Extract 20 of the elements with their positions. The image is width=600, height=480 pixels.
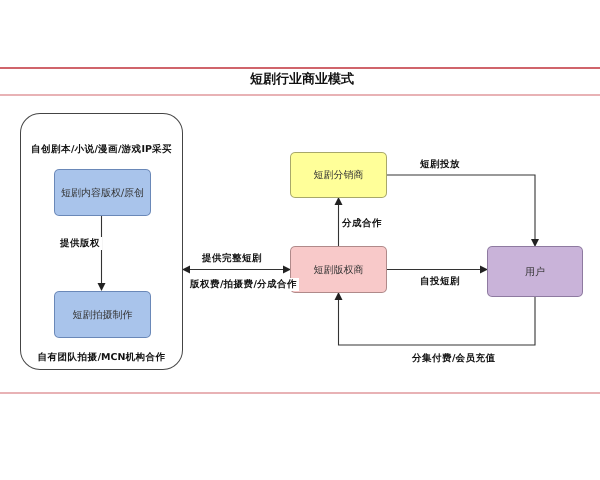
process-box: 短剧拍摄制作 (54, 291, 151, 338)
edge-label: 自投短剧 (418, 275, 462, 288)
arrow (387, 266, 488, 274)
group-heading: 自创剧本/小说/漫画/游戏IP采买 (30, 143, 173, 156)
edge-label: 提供版权 (58, 237, 102, 250)
arrow (334, 197, 342, 246)
group-box (20, 113, 183, 370)
arrow (334, 292, 536, 346)
group-heading: 自有团队拍摄/MCN机构合作 (36, 351, 166, 364)
line-label: 版权费/拍摄费/分成合作 (188, 278, 299, 291)
arrow (182, 266, 291, 274)
edge-label: 分集付费/会员充值 (410, 352, 498, 365)
process-box: 短剧分销商 (290, 152, 387, 198)
process-box: 用户 (487, 246, 583, 297)
edge-label: 分成合作 (340, 217, 384, 230)
arrow (387, 174, 539, 247)
title: 短剧行业商业模式 (249, 73, 355, 86)
edge-label: 提供完整短剧 (200, 252, 264, 265)
edge-label: 短剧投放 (418, 158, 462, 171)
process-box: 短剧内容版权/原创 (54, 169, 151, 216)
